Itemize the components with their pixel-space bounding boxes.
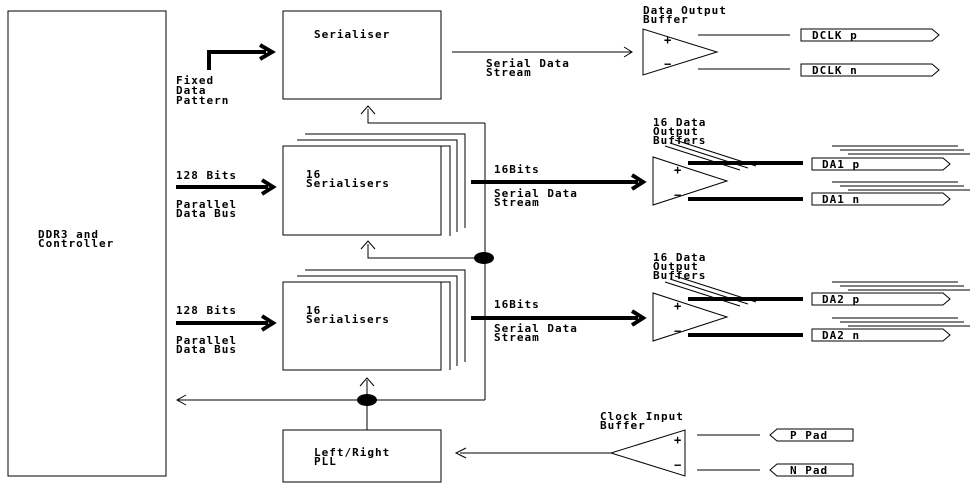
- output-buffers-bottom-label-1: 16 Data: [653, 251, 706, 264]
- pll-label-2: PLL: [314, 455, 337, 468]
- serial-stream-label-2: Stream: [486, 66, 532, 79]
- pin-da1-n: [811, 192, 951, 206]
- clock-junction-upper: [474, 252, 494, 264]
- pin-da1-n-label: DA1_n: [822, 193, 860, 206]
- pin-p-pad-label: P Pad: [790, 429, 828, 442]
- buffer3-minus: −: [674, 324, 681, 338]
- stream-top-label-2: Serial Data: [494, 187, 578, 200]
- data-output-buffer-label-1: Data Output: [643, 4, 727, 17]
- serialisers-top-label-2: Serialisers: [306, 177, 390, 190]
- stream-top-arrow: [471, 173, 647, 191]
- buffer4-minus: −: [674, 458, 681, 472]
- serialisers-bottom-label-2: Serialisers: [306, 313, 390, 326]
- clock-junction-lower: [357, 394, 377, 406]
- buffer1-minus: −: [664, 57, 671, 71]
- output-buffers-top-label-1: 16 Data: [653, 116, 706, 129]
- fixed-pattern-label-3: Pattern: [176, 94, 229, 107]
- pin-n-pad: [769, 463, 854, 477]
- stream-bottom-label-2: Serial Data: [494, 322, 578, 335]
- bus-top-label-2: Parallel: [176, 198, 237, 211]
- serialisers-top-stack: [282, 133, 466, 236]
- bus-top-label-3: Data Bus: [176, 207, 237, 220]
- output-buffers-bottom: [652, 275, 970, 342]
- serialisers-top-label-1: 16: [306, 168, 321, 181]
- pin-p-pad: [769, 428, 854, 442]
- ddr3-controller-label-2: Controller: [38, 237, 114, 250]
- pin-da2-p-label: DA2_p: [822, 293, 860, 306]
- pin-da2-n-label: DA2_n: [822, 329, 860, 342]
- ddr3-controller-label-1: DDR3 and: [38, 228, 99, 241]
- clock-input-buffer-label-2: Buffer: [600, 419, 646, 432]
- stream-bottom-label-3: Stream: [494, 331, 540, 344]
- pin-n-pad-label: N Pad: [790, 464, 828, 477]
- stream-bottom-label-1: 16Bits: [494, 298, 540, 311]
- output-buffers-top-label-2: Output: [653, 125, 699, 138]
- pin-da2-p: [811, 292, 951, 306]
- pin-da1-p-label: DA1_p: [822, 158, 860, 171]
- clock-input-buffer: [454, 429, 760, 477]
- pin-dclk-p: [800, 28, 940, 42]
- fixed-pattern-label-1: Fixed: [176, 74, 214, 87]
- buffer2-plus: +: [674, 163, 681, 177]
- stream-top-label-1: 16Bits: [494, 163, 540, 176]
- pin-da2-n: [811, 328, 951, 342]
- pin-da1-p: [811, 157, 951, 171]
- pin-dclk-p-label: DCLK_p: [812, 29, 858, 42]
- serialiser-block: [282, 10, 442, 100]
- data-output-buffer-label-2: Buffer: [643, 13, 689, 26]
- serialisers-bottom-label-1: 16: [306, 304, 321, 317]
- buffer2-minus: −: [674, 188, 681, 202]
- output-buffers-top-label-3: Buffers: [653, 134, 706, 147]
- parallel-bus-top-arrow: [176, 178, 277, 196]
- serial-stream-arrow: [452, 46, 633, 58]
- buffer4-plus: +: [674, 433, 681, 447]
- output-buffers-bottom-label-2: Output: [653, 260, 699, 273]
- bus-top-label-1: 128 Bits: [176, 169, 237, 182]
- data-output-buffer: [642, 28, 790, 76]
- serialiser-label: Serialiser: [314, 28, 390, 41]
- fixed-pattern-label-2: Data: [176, 84, 207, 97]
- serial-stream-label-1: Serial Data: [486, 57, 570, 70]
- clock-distribution-lines: [175, 105, 486, 430]
- pin-dclk-n-label: DCLK_n: [812, 64, 858, 77]
- pin-dclk-n: [800, 63, 940, 77]
- bus-bottom-label-3: Data Bus: [176, 343, 237, 356]
- ddr3-controller-block: [7, 10, 167, 477]
- serialisers-bottom-stack: [282, 269, 466, 371]
- output-buffers-bottom-label-3: Buffers: [653, 269, 706, 282]
- bus-bottom-label-2: Parallel: [176, 334, 237, 347]
- bus-bottom-label-1: 128 Bits: [176, 304, 237, 317]
- buffer1-plus: +: [664, 33, 671, 47]
- stream-top-label-3: Stream: [494, 196, 540, 209]
- fixed-pattern-arrow: [207, 43, 276, 70]
- clock-input-buffer-label-1: Clock Input: [600, 410, 684, 423]
- buffer3-plus: +: [674, 299, 681, 313]
- stream-bottom-arrow: [471, 309, 647, 327]
- parallel-bus-bottom-arrow: [176, 314, 277, 332]
- pll-block: [282, 429, 442, 483]
- pll-label-1: Left/Right: [314, 446, 390, 459]
- output-buffers-top: [652, 139, 970, 206]
